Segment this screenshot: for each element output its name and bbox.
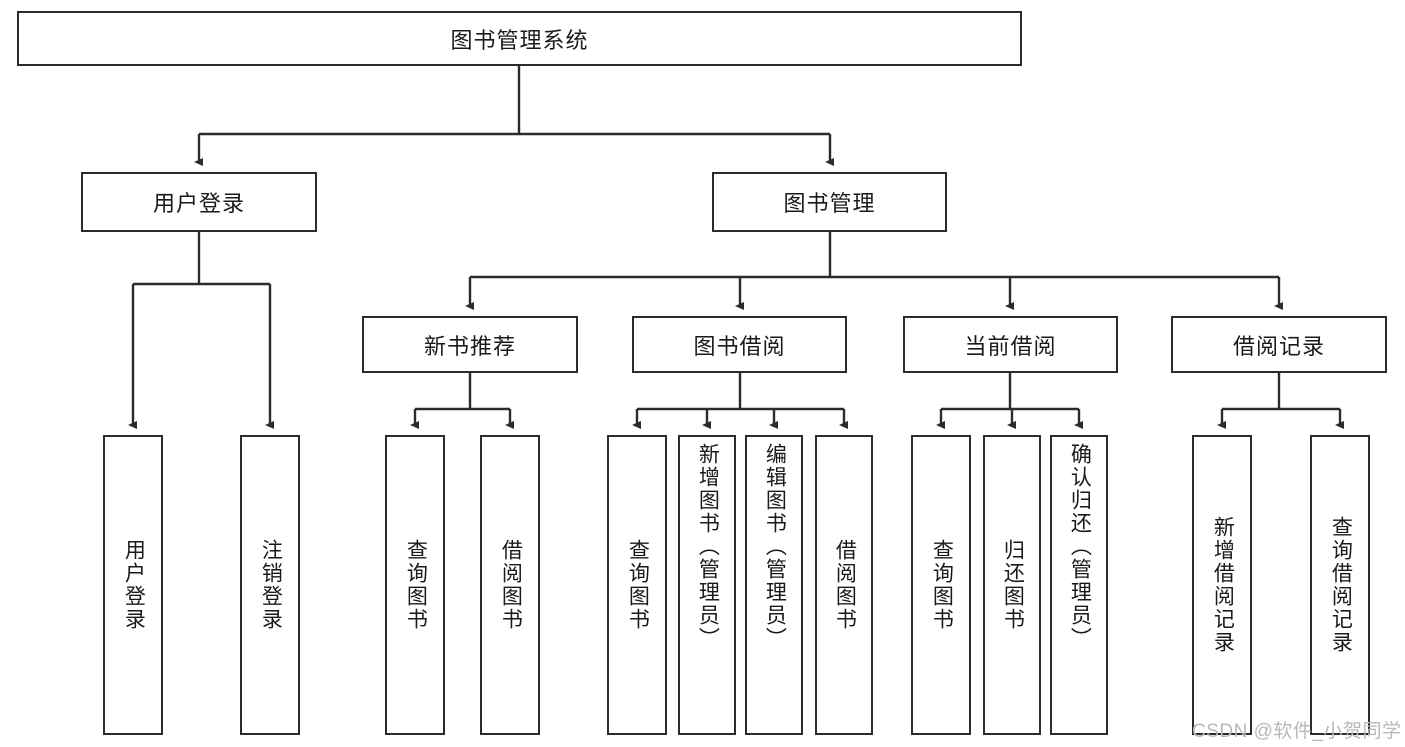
leaf-add-book-admin[interactable]: 新增图书（管理员） <box>678 435 736 735</box>
node-current-borrow-label: 当前借阅 <box>964 333 1057 359</box>
leaf-search-book-current[interactable]: 查询图书 <box>911 435 971 735</box>
node-user-login-label: 用户登录 <box>152 191 245 216</box>
leaf-edit-book-admin-label: 编辑图书（管理员） <box>763 443 787 650</box>
node-book-borrow-label: 图书借阅 <box>693 333 786 359</box>
node-root-label: 图书管理系统 <box>450 27 589 53</box>
node-user-login[interactable]: 用户登录 <box>81 172 317 232</box>
node-new-book-recommend[interactable]: 新书推荐 <box>362 316 578 373</box>
leaf-search-book-recommend[interactable]: 查询图书 <box>385 435 445 735</box>
watermark-text: CSDN @软件_小贺同学 <box>1192 721 1402 742</box>
node-borrow-record-label: 借阅记录 <box>1232 333 1325 359</box>
node-new-book-recommend-label: 新书推荐 <box>423 333 516 359</box>
leaf-add-book-admin-label: 新增图书（管理员） <box>696 443 720 650</box>
leaf-edit-book-admin[interactable]: 编辑图书（管理员） <box>745 435 803 735</box>
node-book-management-label: 图书管理 <box>783 191 876 216</box>
leaf-borrow-book-label: 借阅图书 <box>833 539 857 631</box>
leaf-add-borrow-record[interactable]: 新增借阅记录 <box>1192 435 1252 735</box>
node-current-borrow[interactable]: 当前借阅 <box>903 316 1118 373</box>
node-borrow-record[interactable]: 借阅记录 <box>1171 316 1387 373</box>
leaf-user-login-label: 用户登录 <box>122 539 146 631</box>
node-book-management[interactable]: 图书管理 <box>712 172 947 232</box>
leaf-confirm-return-admin-label: 确认归还（管理员） <box>1068 443 1092 650</box>
leaf-search-book-recommend-label: 查询图书 <box>404 539 428 631</box>
leaf-logout-label: 注销登录 <box>259 539 283 631</box>
leaf-search-book-current-label: 查询图书 <box>930 539 954 631</box>
leaf-user-login[interactable]: 用户登录 <box>103 435 163 735</box>
leaf-return-book-label: 归还图书 <box>1001 539 1025 631</box>
leaf-confirm-return-admin[interactable]: 确认归还（管理员） <box>1050 435 1108 735</box>
leaf-borrow-book-recommend-label: 借阅图书 <box>499 539 523 631</box>
leaf-search-borrow-record[interactable]: 查询借阅记录 <box>1310 435 1370 735</box>
leaf-add-borrow-record-label: 新增借阅记录 <box>1211 516 1235 654</box>
leaf-borrow-book[interactable]: 借阅图书 <box>815 435 873 735</box>
leaf-borrow-book-recommend[interactable]: 借阅图书 <box>480 435 540 735</box>
leaf-logout[interactable]: 注销登录 <box>240 435 300 735</box>
leaf-return-book[interactable]: 归还图书 <box>983 435 1041 735</box>
leaf-search-borrow-record-label: 查询借阅记录 <box>1329 516 1353 654</box>
leaf-search-book-borrow-label: 查询图书 <box>626 539 650 631</box>
leaf-search-book-borrow[interactable]: 查询图书 <box>607 435 667 735</box>
node-book-borrow[interactable]: 图书借阅 <box>632 316 847 373</box>
node-root[interactable]: 图书管理系统 <box>17 11 1022 66</box>
